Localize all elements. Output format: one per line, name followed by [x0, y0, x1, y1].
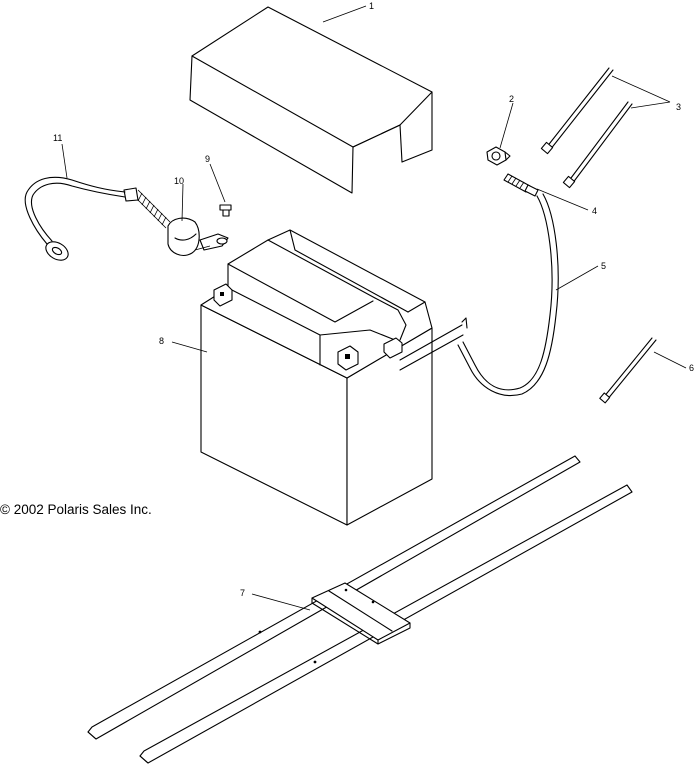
battery: [200, 229, 468, 526]
vent-fitting: [486, 146, 511, 166]
terminal-boot: [167, 217, 229, 256]
callout-11: 11: [53, 133, 62, 143]
callout-5: 5: [601, 261, 606, 271]
callout-numbers: 1 2 3 4 5 6 7 8 9 10 11: [53, 1, 694, 598]
callout-10: 10: [174, 176, 184, 186]
callout-6: 6: [689, 363, 694, 373]
battery-cable: [24, 176, 171, 261]
callout-8: 8: [159, 336, 164, 346]
callout-9: 9: [205, 154, 210, 164]
callout-leaders: [61, 5, 687, 611]
copyright-text: © 2002 Polaris Sales Inc.: [0, 502, 152, 517]
callout-3: 3: [676, 102, 681, 112]
callout-1: 1: [369, 1, 374, 11]
vent-coupler: [503, 173, 539, 197]
callout-2: 2: [509, 94, 514, 104]
hold-down-straps: [87, 455, 633, 764]
callout-4: 4: [592, 206, 597, 216]
terminal-bolt: [219, 204, 232, 217]
vent-hose: [457, 193, 559, 396]
long-straps: [540, 67, 633, 189]
battery-cover: [189, 6, 433, 194]
short-strap: [599, 337, 657, 404]
callout-7: 7: [240, 588, 245, 598]
